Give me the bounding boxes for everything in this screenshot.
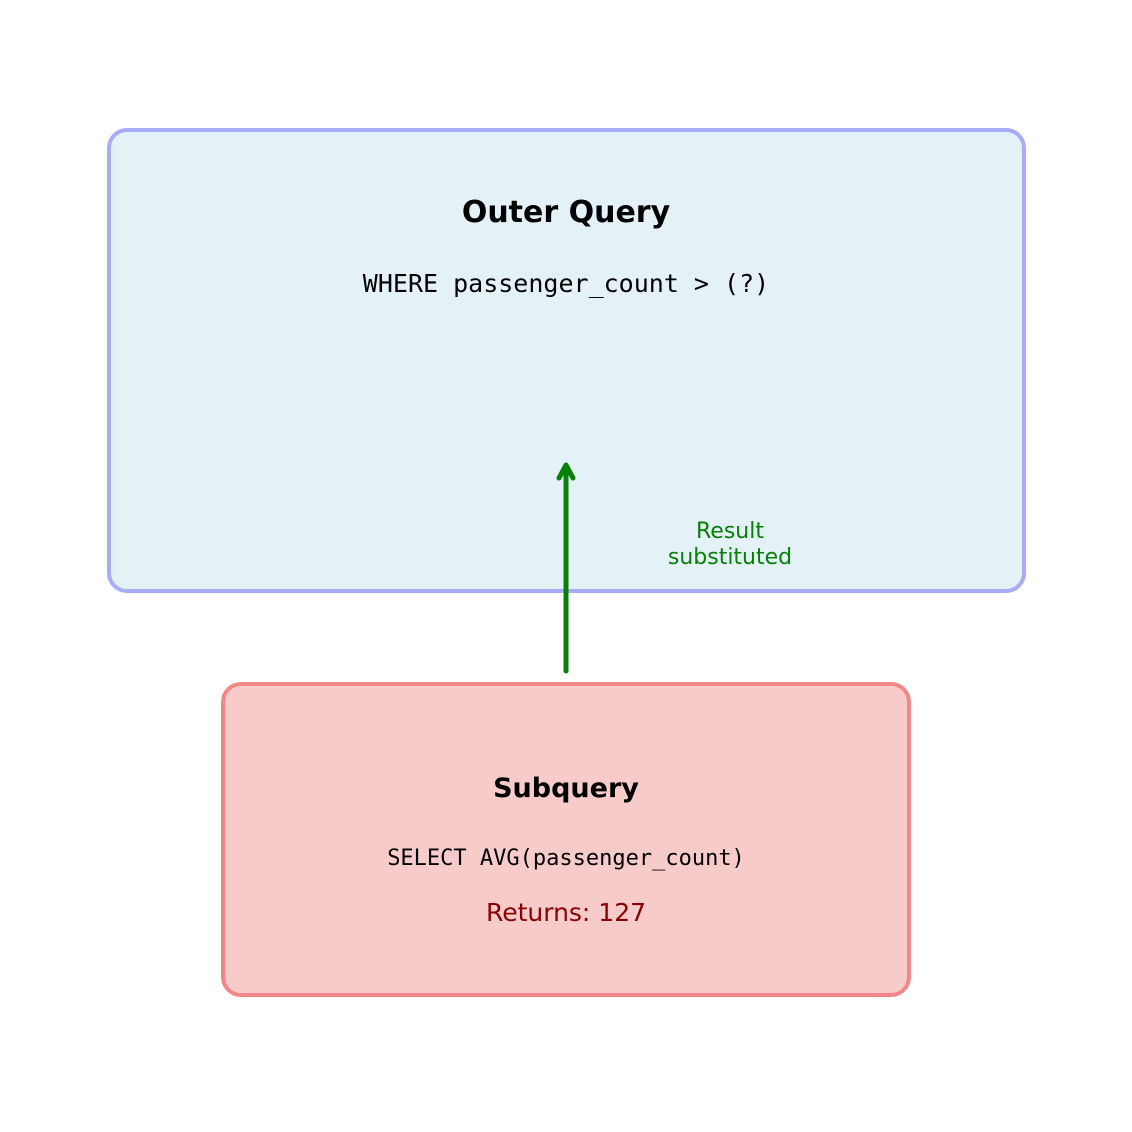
subquery-box <box>221 682 911 997</box>
arrow-head <box>556 462 576 481</box>
subquery-code: SELECT AVG(passenger_count) <box>387 846 745 871</box>
arrow-label: Result substituted <box>630 519 830 571</box>
subquery-returns: Returns: 127 <box>485 898 647 927</box>
outer-query-code: WHERE passenger_count > (?) <box>362 269 770 298</box>
subquery-title: Subquery <box>493 773 639 804</box>
arrow-label-line1: Result <box>696 519 764 544</box>
arrow-label-line2: substituted <box>667 545 793 570</box>
outer-query-title: Outer Query <box>461 195 671 230</box>
